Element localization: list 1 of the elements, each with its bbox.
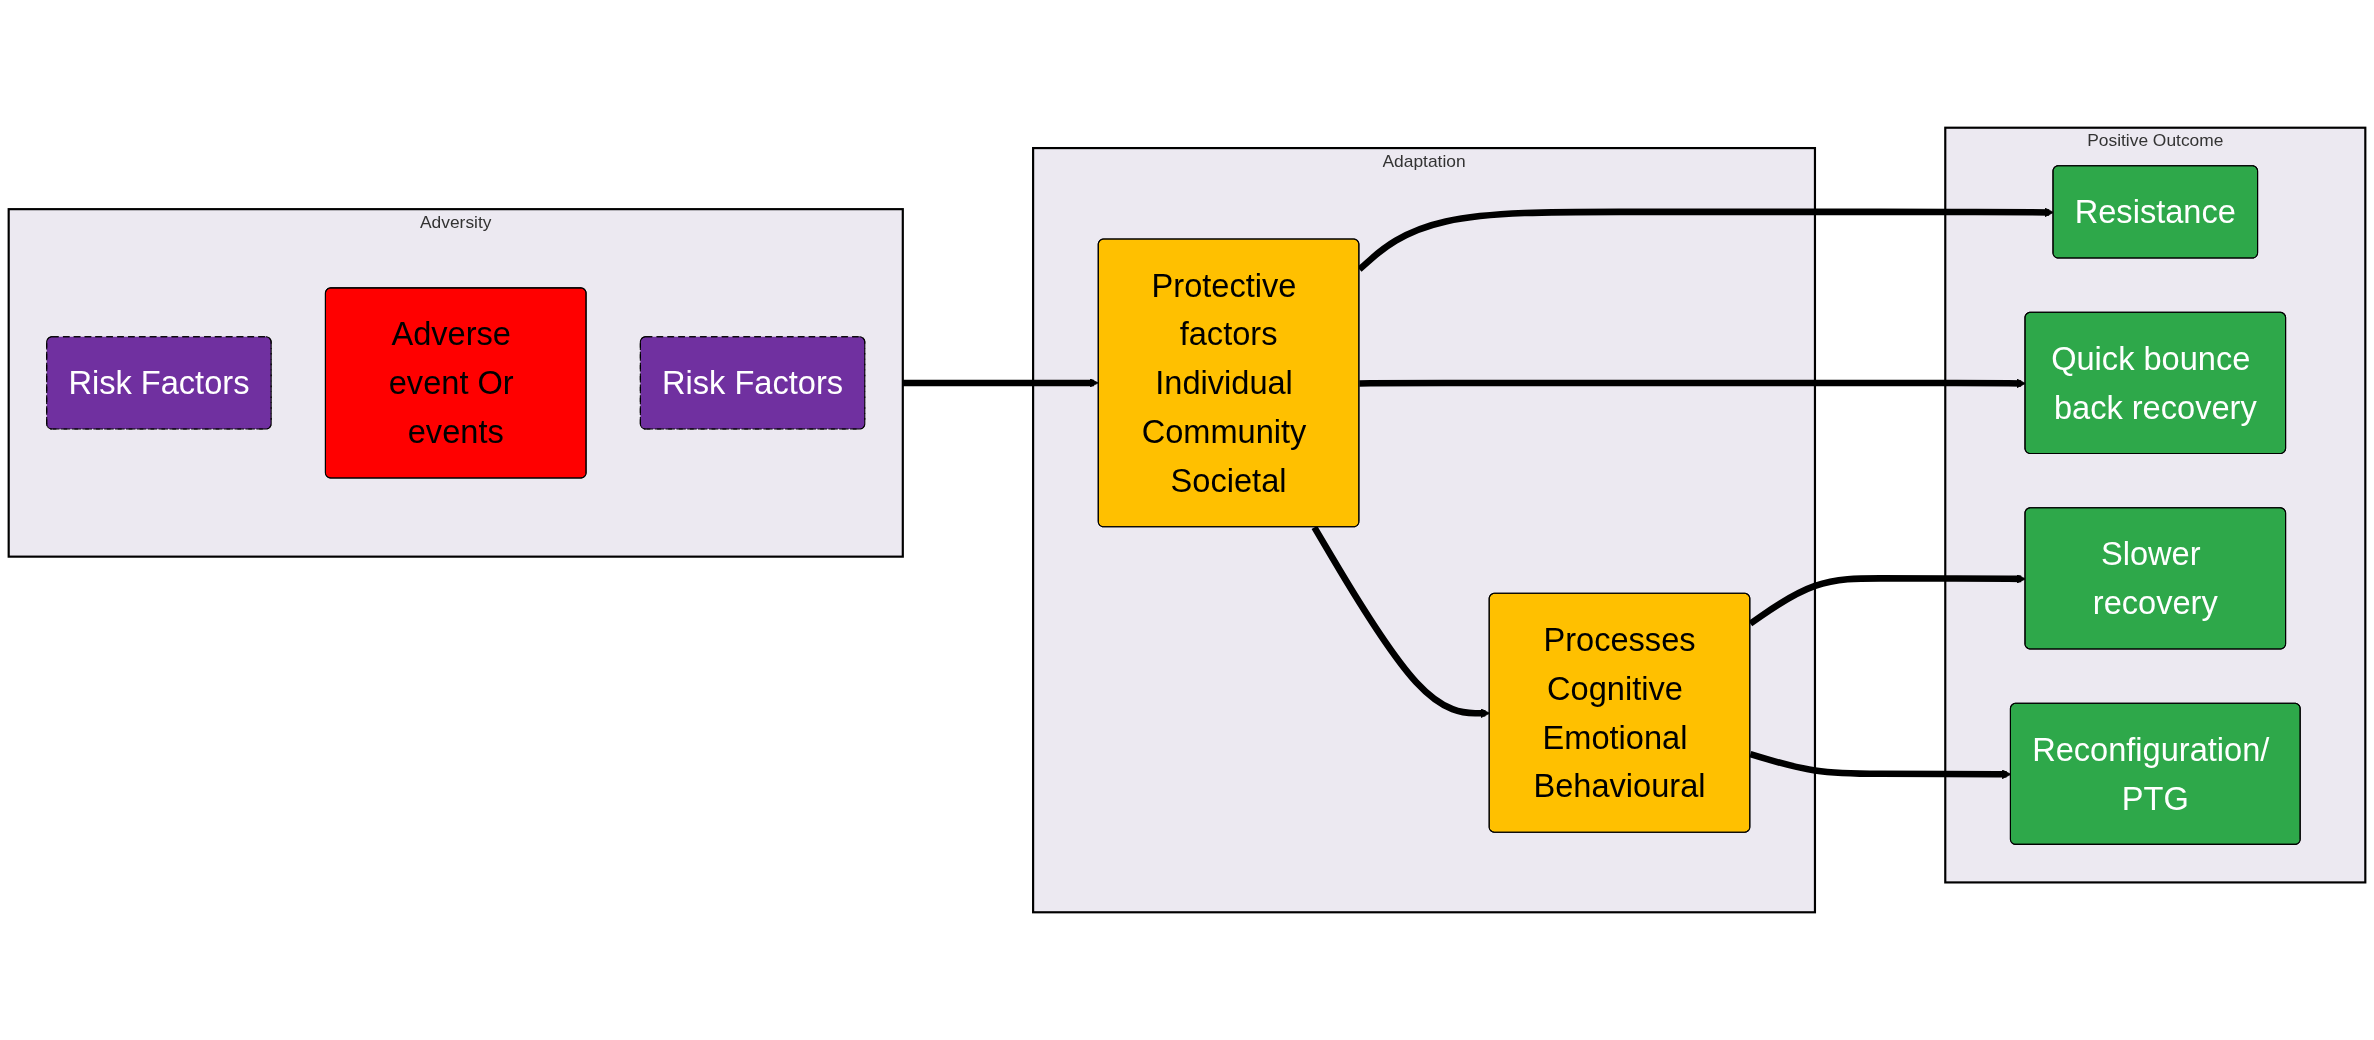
arrow — [902, 378, 1099, 388]
